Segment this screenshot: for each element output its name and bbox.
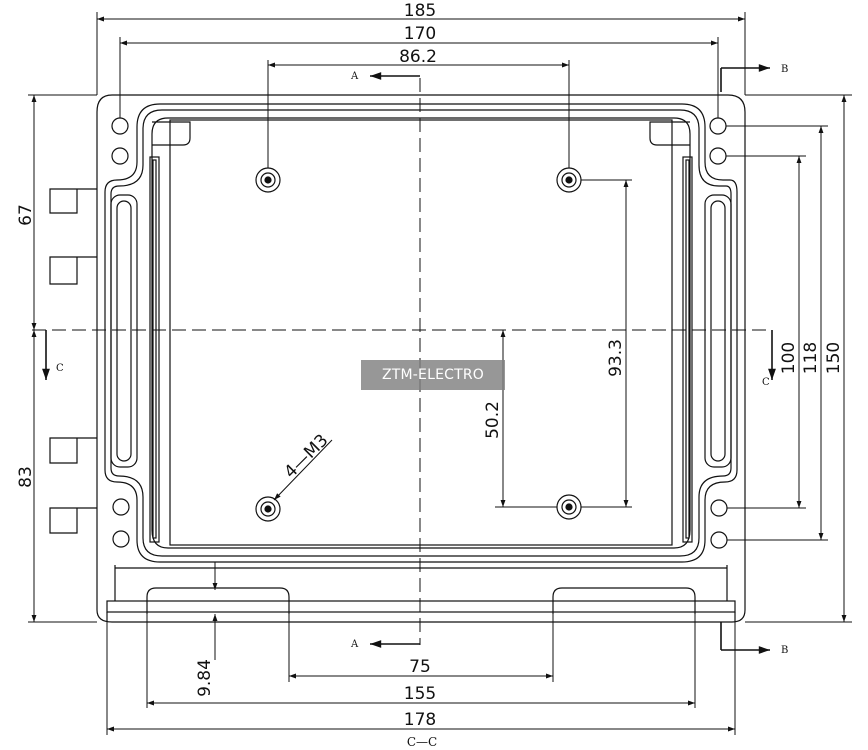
- bottom-foot-left: [146, 587, 290, 614]
- boss-top-right: [649, 121, 690, 146]
- dim-93-3-text: 93.3: [606, 339, 626, 377]
- dim-9-84-text: 9.84: [195, 659, 215, 697]
- dim-118-text: 118: [801, 342, 821, 374]
- section-a-top-label: A: [350, 71, 359, 82]
- flange-hole-tl-1: [111, 117, 129, 135]
- boss-top-left: [152, 121, 191, 146]
- flange-hole-bl-2: [112, 530, 130, 548]
- section-a-bottom-label: A: [350, 639, 359, 650]
- section-c-right-label: C: [762, 377, 770, 388]
- left-tab-4: [49, 507, 97, 534]
- watermark: ZTM-ELECTRO: [361, 360, 505, 390]
- section-c-left-label: C: [56, 363, 64, 374]
- dim-100-text: 100: [779, 342, 799, 374]
- dim-178-text: 178: [404, 710, 436, 730]
- dim-170-text: 170: [404, 24, 436, 44]
- bottom-foot-right: [552, 587, 696, 614]
- m3-boss-3: [255, 496, 281, 522]
- section-b-bottom-label: B: [781, 645, 788, 656]
- dim-75-text: 75: [409, 657, 431, 677]
- m3-label: 4—M3: [281, 431, 333, 483]
- section-b-top-label: B: [781, 64, 788, 75]
- dim-83-text: 83: [16, 466, 36, 488]
- left-tab-2: [49, 256, 97, 285]
- inner-cavity: [151, 117, 691, 549]
- flange-hole-tr-1: [709, 117, 727, 135]
- dim-155-text: 155: [404, 684, 436, 704]
- flange-hole-br-1: [710, 499, 728, 517]
- dim-50-2-text: 50.2: [483, 401, 503, 439]
- dim-150-text: 150: [824, 342, 844, 374]
- section-cc-label: C—C: [407, 735, 437, 749]
- flange-hole-tl-2: [111, 147, 129, 165]
- flange-hole-bl-1: [112, 498, 130, 516]
- right-slot: [704, 194, 732, 468]
- left-tab-3: [49, 437, 97, 464]
- left-slot: [110, 194, 138, 468]
- flange-hole-tr-2: [709, 147, 727, 165]
- body-outer-wall-2: [110, 109, 732, 557]
- dim-86-2-text: 86.2: [399, 47, 437, 67]
- inner-floor: [169, 119, 673, 546]
- dim-185-text: 185: [404, 1, 436, 21]
- bottom-lip: [106, 600, 736, 613]
- dim-67-text: 67: [16, 204, 36, 226]
- left-rail: [149, 156, 160, 543]
- m3-leader: [273, 439, 333, 501]
- flange-hole-br-2: [710, 531, 728, 549]
- outer-flange: [96, 94, 746, 623]
- right-rail: [682, 156, 693, 543]
- body-outer-wall: [104, 103, 738, 563]
- left-tab-1: [49, 188, 97, 214]
